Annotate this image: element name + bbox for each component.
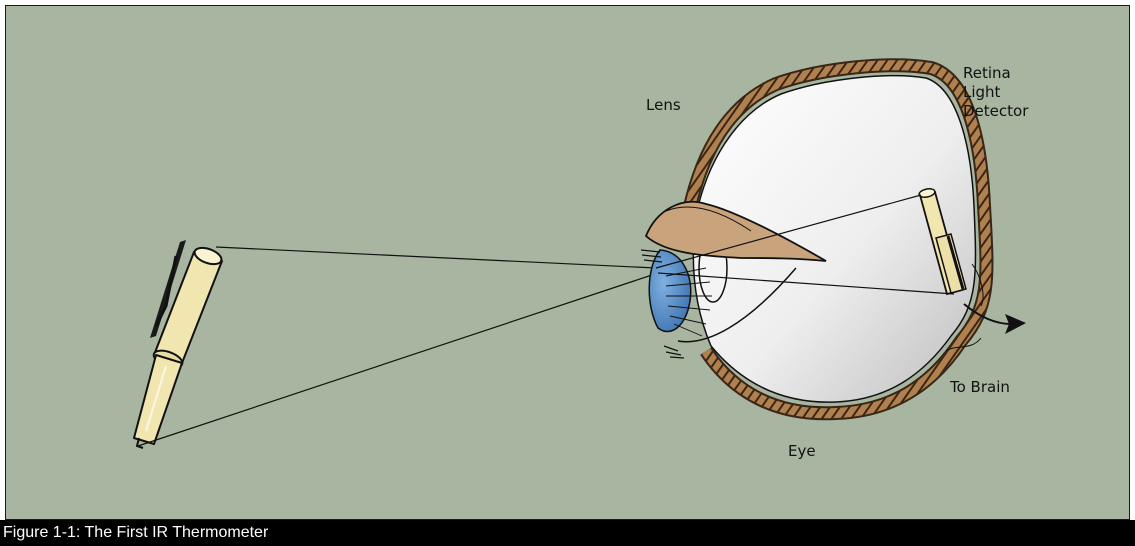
diagram-figure: Lens Retina Light Detector To Brain Eye bbox=[5, 5, 1130, 520]
retina-label-line1: Retina bbox=[963, 64, 1011, 82]
retina-label-line3: Detector bbox=[963, 102, 1029, 120]
diagram-canvas: Lens Retina Light Detector To Brain Eye bbox=[6, 6, 1130, 520]
figure-caption: Figure 1-1: The First IR Thermometer bbox=[0, 520, 1135, 546]
to-brain-label: To Brain bbox=[949, 378, 1010, 396]
lens-label: Lens bbox=[646, 96, 681, 114]
eye-label: Eye bbox=[788, 442, 816, 460]
retina-label-line2: Light bbox=[963, 83, 1001, 101]
